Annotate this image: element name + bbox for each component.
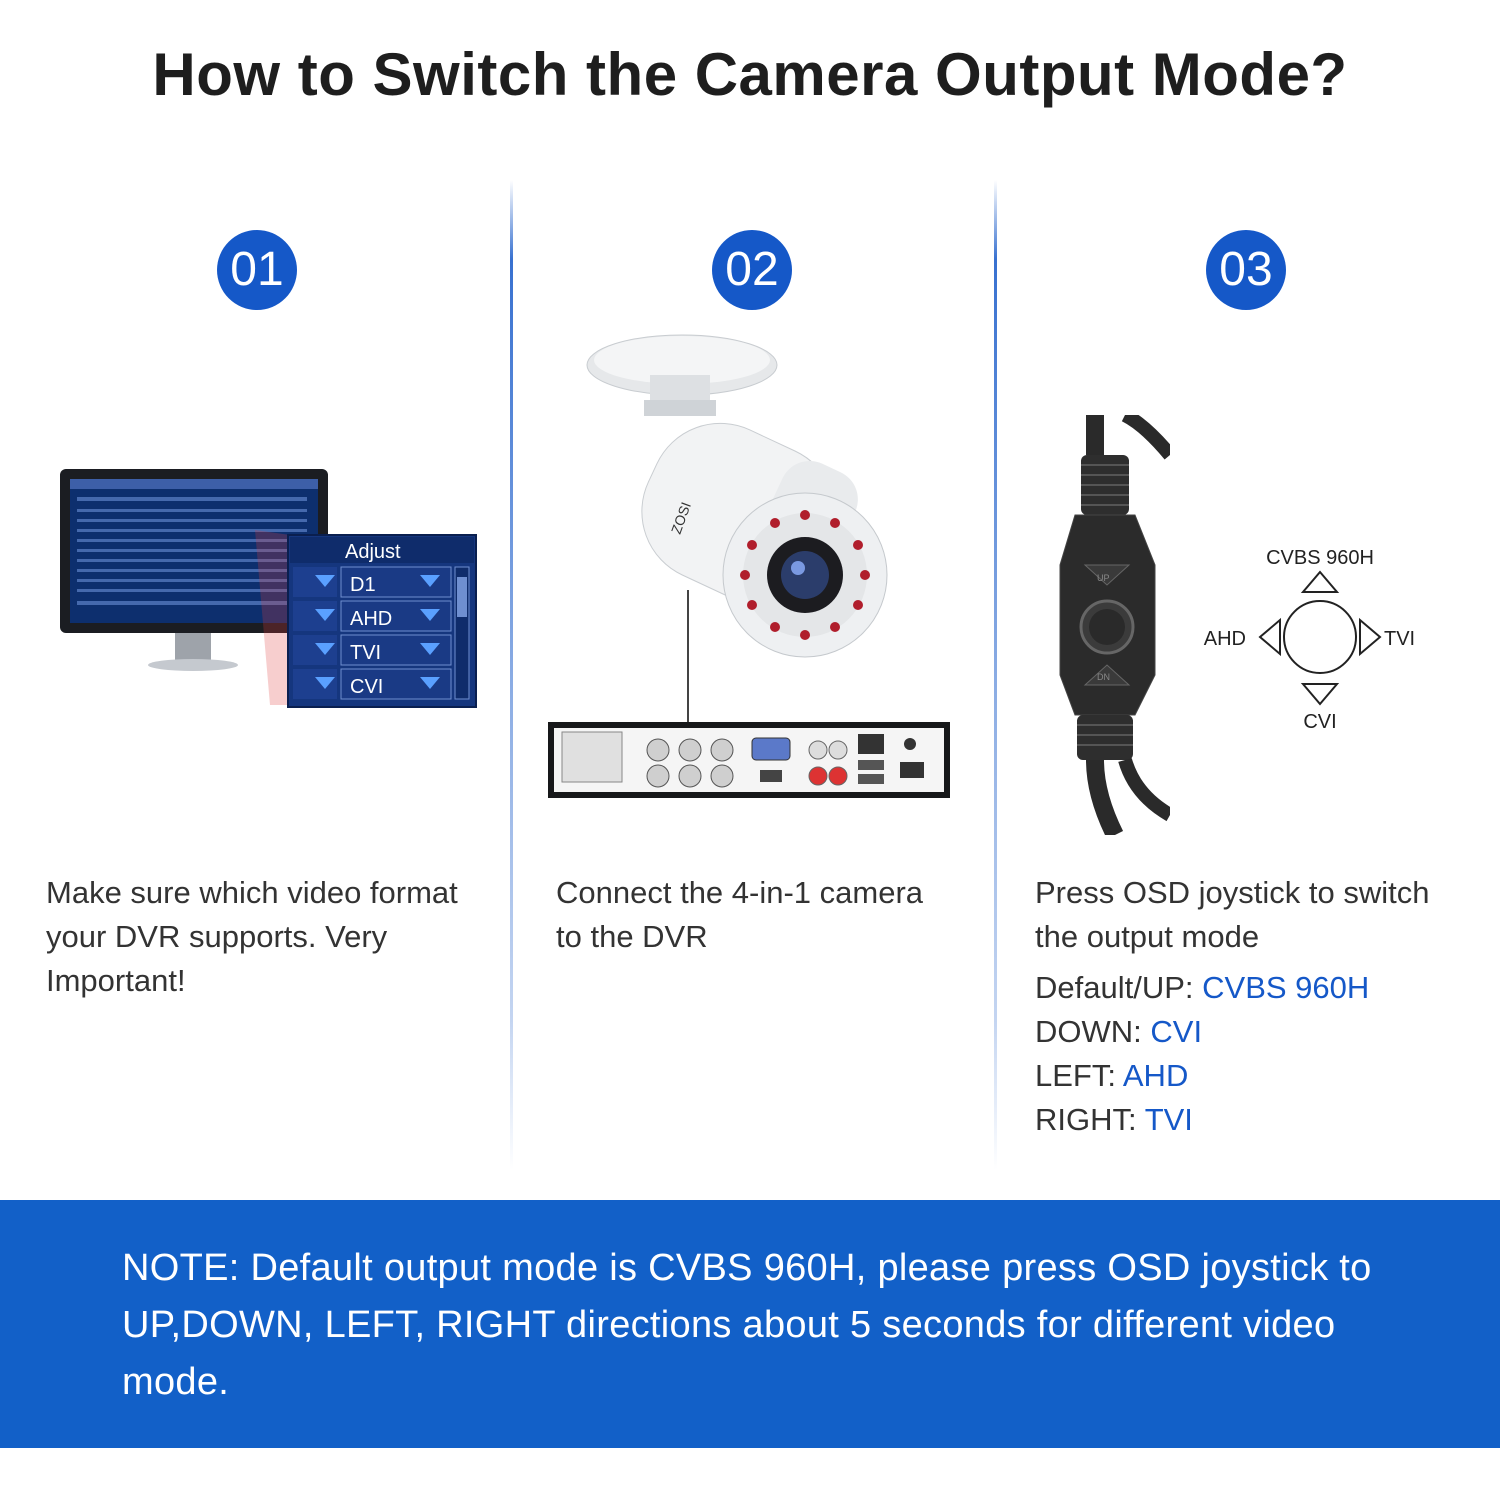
mode-key: Default/UP: [1035, 970, 1194, 1005]
dvr-monitor-illustration: Adjust D1 AHD TVI CVI [60, 469, 477, 708]
mode-key: DOWN: [1035, 1014, 1142, 1049]
chevron-down-icon [315, 575, 335, 587]
direction-diagram: CVBS 960H AHD TVI CVI [1204, 547, 1415, 733]
mode-row: Default/UP: CVBS 960H [1035, 966, 1369, 1010]
mode-row: RIGHT: TVI [1035, 1098, 1369, 1142]
mode-value: CVI [1150, 1014, 1203, 1049]
step-badge-3: 03 [1206, 230, 1286, 310]
chevron-down-icon [420, 677, 440, 689]
page-title: How to Switch the Camera Output Mode? [152, 41, 1348, 108]
step-3-description: Press OSD joystick to switch the output … [1035, 875, 1430, 954]
mode-key: RIGHT: [1035, 1102, 1137, 1137]
mode-value: CVBS 960H [1202, 970, 1370, 1005]
joystick-cable-illustration: UP DN [1059, 415, 1170, 835]
direction-right-label: TVI [1384, 628, 1415, 650]
direction-down-label: CVI [1303, 711, 1336, 733]
step-1-description: Make sure which video format your DVR su… [46, 875, 458, 998]
chevron-down-icon [420, 575, 440, 587]
arrow-left-icon [1258, 617, 1281, 657]
step-badge-2: 02 [712, 230, 792, 310]
chevron-down-icon [420, 643, 440, 655]
direction-left-label: AHD [1204, 628, 1246, 650]
arrow-down-icon [1300, 683, 1340, 706]
menu-option: AHD [350, 608, 392, 630]
arrow-up-icon [1300, 570, 1340, 593]
joystick-circle-icon [1283, 600, 1357, 674]
chevron-down-icon [315, 677, 335, 689]
menu-title: Adjust [345, 541, 401, 563]
joystick-down-label: DN [1097, 672, 1110, 682]
output-mode-list: Default/UP: CVBS 960H DOWN: CVI LEFT: AH… [1035, 966, 1369, 1142]
mode-row: DOWN: CVI [1035, 1010, 1369, 1054]
joystick-up-label: UP [1097, 573, 1110, 583]
menu-option: D1 [350, 574, 376, 596]
mode-row: LEFT: AHD [1035, 1054, 1369, 1098]
column-divider [510, 180, 513, 1170]
camera-dvr-illustration: ZOSI [548, 334, 950, 798]
column-divider [994, 180, 997, 1170]
note-banner [0, 1200, 1500, 1448]
direction-up-label: CVBS 960H [1266, 547, 1374, 569]
step-badge-1: 01 [217, 230, 297, 310]
mode-key: LEFT: [1035, 1058, 1116, 1093]
menu-option: CVI [350, 676, 383, 698]
chevron-down-icon [420, 609, 440, 621]
note-text: NOTE: Default output mode is CVBS 960H, … [122, 1247, 1372, 1403]
mode-value: TVI [1144, 1102, 1193, 1137]
step-2-description: Connect the 4-in-1 camera to the DVR [556, 875, 924, 954]
chevron-down-icon [315, 643, 335, 655]
chevron-down-icon [315, 609, 335, 621]
arrow-right-icon [1359, 617, 1382, 657]
mode-value: AHD [1122, 1058, 1189, 1093]
menu-option: TVI [350, 642, 381, 664]
